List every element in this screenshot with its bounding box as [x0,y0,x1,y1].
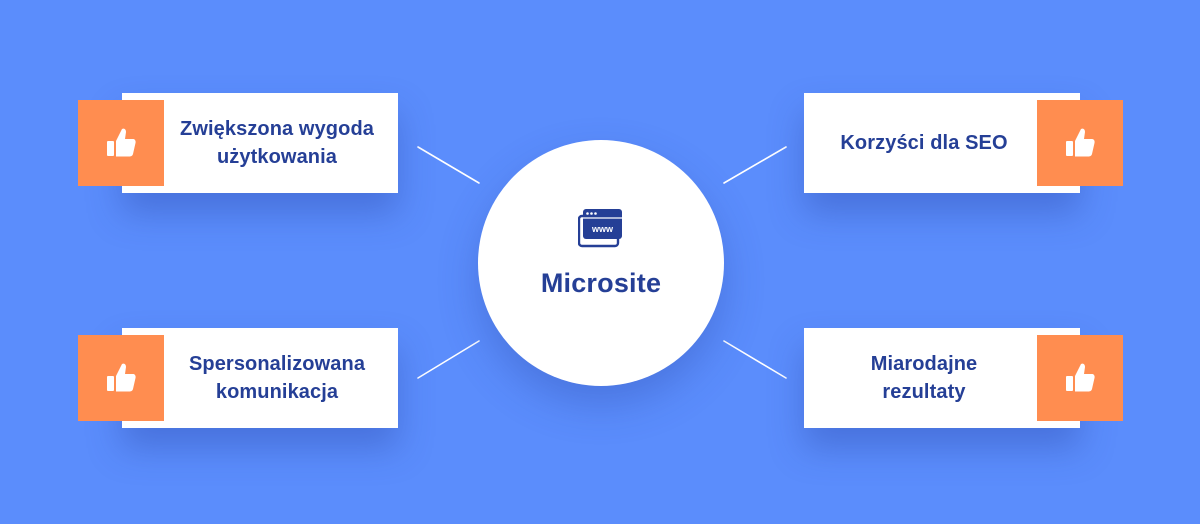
benefit-label-line: Spersonalizowana [188,353,366,375]
benefit-icon-box-bottom-left [78,335,164,421]
benefit-label-top-left: Zwiększona wygoda użytkowania [140,115,380,171]
benefit-card-bottom-right: Miarodajne rezultaty [804,328,1080,428]
connector-bottom-right [723,340,787,379]
benefit-icon-box-top-left [78,100,164,186]
benefit-label-line: Korzyści dla SEO [840,132,1008,154]
benefit-label-line: komunikacja [215,381,339,403]
benefit-card-bottom-left: Spersonalizowana komunikacja [122,328,398,428]
benefit-label-line: użytkowania [216,146,338,168]
benefit-label-bottom-left: Spersonalizowana komunikacja [149,350,371,406]
benefit-card-top-left: Zwiększona wygoda użytkowania [122,93,398,193]
benefit-label-top-right: Korzyści dla SEO [834,129,1049,157]
connector-top-left [417,146,480,184]
benefit-label-line: rezultaty [882,381,966,403]
thumbs-up-icon [1066,363,1095,392]
benefit-label-line: Miarodajne [870,353,978,375]
hub-title: Microsite [540,268,662,298]
connector-bottom-left [417,340,480,379]
svg-text:www: www [591,224,614,234]
www-browser-window-icon: www [578,208,624,248]
thumbs-up-icon [107,363,136,392]
connector-top-right [723,146,787,184]
thumbs-up-icon [107,128,136,157]
benefit-icon-box-top-right [1037,100,1123,186]
thumbs-up-icon [1066,128,1095,157]
benefit-label-line: Zwiększona wygoda [180,118,374,140]
benefit-icon-box-bottom-right [1037,335,1123,421]
benefit-card-top-right: Korzyści dla SEO [804,93,1080,193]
benefit-label-bottom-right: Miarodajne rezultaty [865,350,1020,406]
microsite-hub: www Microsite [478,140,724,386]
